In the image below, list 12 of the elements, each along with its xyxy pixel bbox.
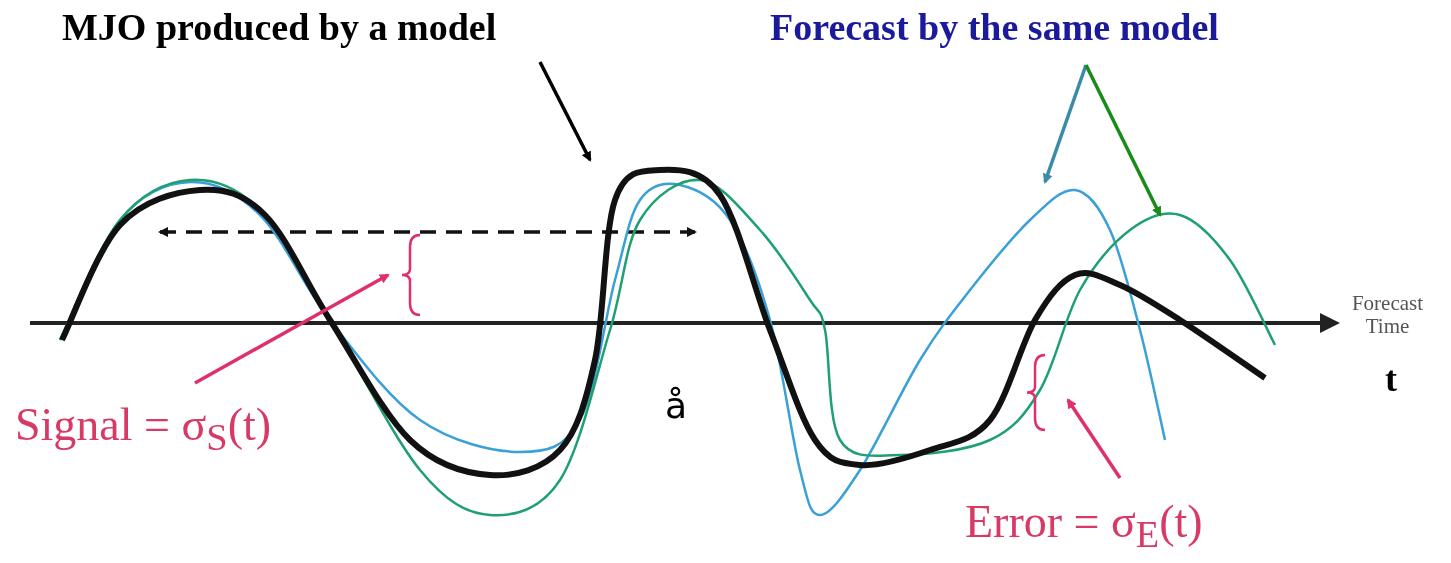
axis-label: Forecast Time bbox=[1350, 292, 1425, 339]
leader-arrow bbox=[194, 273, 390, 385]
leader-arrow bbox=[1084, 64, 1162, 217]
leader-arrow bbox=[1042, 64, 1088, 184]
stray-character: å bbox=[665, 385, 688, 426]
leader-arrow bbox=[1066, 398, 1122, 479]
axis-variable: t bbox=[1385, 358, 1397, 400]
annotation-text: Error = σ$_{E}$(t) bbox=[965, 495, 1203, 557]
annotation-text: MJO produced by a model bbox=[62, 5, 497, 49]
leader-arrow bbox=[538, 61, 592, 162]
annotation-text: Forecast by the same model bbox=[770, 5, 1219, 49]
annotation-text: Signal = σ$_{S}$(t) bbox=[15, 398, 272, 460]
